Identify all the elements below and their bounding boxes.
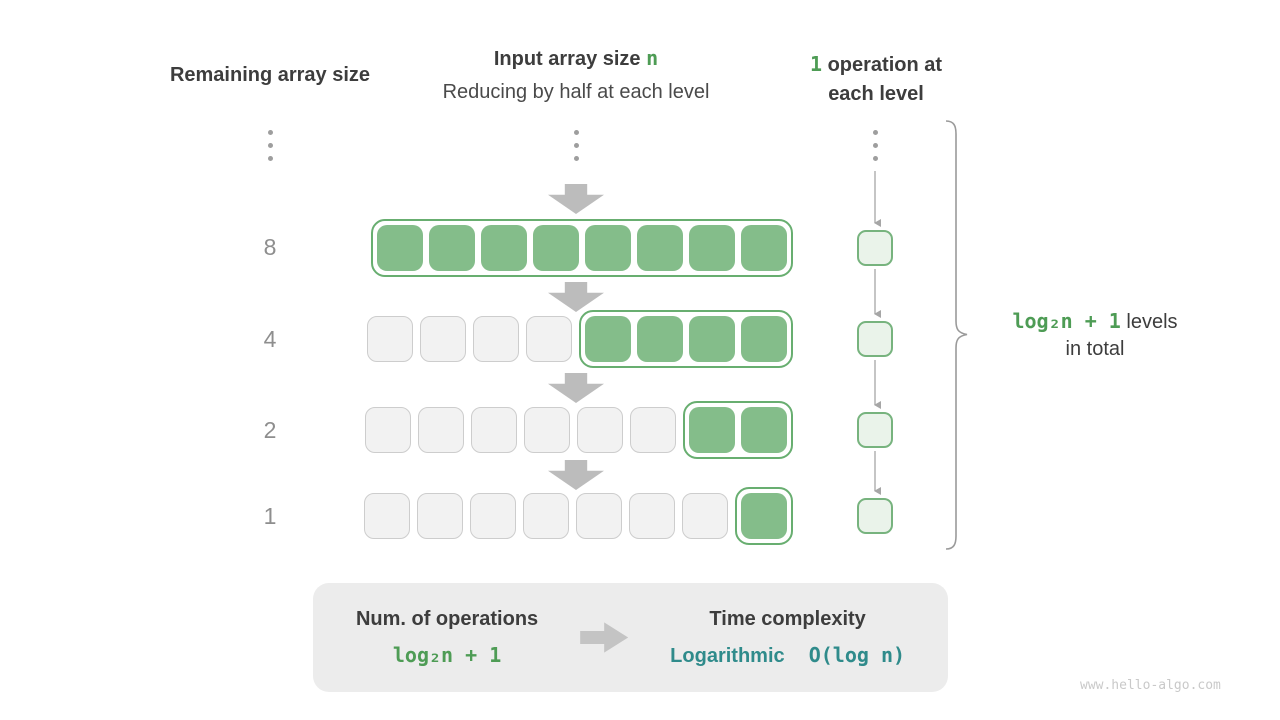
array-cell-active: [689, 225, 735, 271]
watermark: www.hello-algo.com: [1080, 678, 1221, 693]
array-cell-inactive: [471, 407, 517, 453]
right-arrow-icon: [580, 622, 629, 653]
array-cell-inactive: [523, 493, 569, 539]
array-cell-active: [689, 407, 735, 453]
array-cell-inactive: [524, 407, 570, 453]
operation-box-level1: [857, 230, 893, 266]
header-remaining-label: Remaining array size: [169, 64, 371, 86]
array-cell-inactive: [418, 407, 464, 453]
array-cell-active: [637, 225, 683, 271]
array-row-level3: [363, 401, 793, 459]
array-cell-active: [637, 316, 683, 362]
array-cell-inactive: [420, 316, 466, 362]
summary-operations-formula: log₂n + 1: [392, 643, 502, 667]
levels-annotation: log₂n + 1 levels in total: [1012, 309, 1178, 360]
dot: [872, 130, 878, 135]
array-cell-inactive: [470, 493, 516, 539]
remaining-label-level1: 8: [263, 234, 277, 260]
dot: [267, 156, 273, 161]
summary-operations: Num. of operations log₂n + 1: [356, 608, 538, 667]
array-cell-inactive: [630, 407, 676, 453]
down-arrow-icon: [548, 184, 604, 214]
operation-box-level4: [857, 498, 893, 534]
dot: [573, 143, 579, 148]
down-arrow-icon: [548, 460, 604, 490]
array-cell-active: [429, 225, 475, 271]
ellipsis-left: [267, 130, 273, 161]
dot: [573, 156, 579, 161]
array-cell-active: [741, 407, 787, 453]
op-count: 1: [809, 52, 823, 76]
complexity-bigO: O(log n): [808, 642, 906, 667]
array-cell-active: [741, 493, 787, 539]
summary-box: Num. of operations log₂n + 1 Time comple…: [313, 583, 948, 692]
array-cell-active: [377, 225, 423, 271]
array-cell-active: [741, 316, 787, 362]
operation-box-level3: [857, 412, 893, 448]
array-cell-inactive: [682, 493, 728, 539]
dot: [872, 156, 878, 161]
operation-box-level2: [857, 321, 893, 357]
array-cell-active: [585, 316, 631, 362]
array-cell-inactive: [365, 407, 411, 453]
array-cell-inactive: [629, 493, 675, 539]
down-arrow-icon: [548, 282, 604, 312]
dot: [573, 130, 579, 135]
var-n: n: [646, 46, 659, 70]
remaining-label-level4: 1: [263, 503, 277, 529]
complexity-bigO-spacer: [785, 643, 809, 667]
array-row-level1: [363, 219, 793, 277]
array-cell-inactive: [367, 316, 413, 362]
active-subarray: [683, 401, 793, 459]
header-remaining-array-size: Remaining array size: [130, 64, 410, 87]
array-row-level2: [363, 310, 793, 368]
array-cell-inactive: [526, 316, 572, 362]
operation-connector-arrows: [874, 171, 881, 495]
array-cell-active: [533, 225, 579, 271]
array-cell-inactive: [577, 407, 623, 453]
ellipsis-middle: [573, 130, 579, 161]
array-cell-inactive: [576, 493, 622, 539]
array-row-level4: [363, 487, 793, 545]
array-cell-active: [689, 316, 735, 362]
complexity-name: Logarithmic: [670, 644, 785, 667]
ellipsis-right: [872, 130, 878, 161]
array-cell-active: [481, 225, 527, 271]
array-cell-active: [585, 225, 631, 271]
dot: [267, 143, 273, 148]
brace: [945, 120, 968, 550]
array-cell-inactive: [417, 493, 463, 539]
array-cell-active: [741, 225, 787, 271]
down-arrow-icon: [548, 373, 604, 403]
header-operation-per-level: 1 operation at each level: [809, 52, 943, 105]
dot: [267, 130, 273, 135]
active-subarray: [579, 310, 793, 368]
summary-complexity: Time complexity Logarithmic O(log n): [670, 608, 905, 668]
summary-complexity-title: Time complexity: [709, 607, 866, 630]
header-input-subtitle: Reducing by half at each level: [442, 81, 710, 103]
remaining-label-level3: 2: [263, 417, 277, 443]
header-input-array: Input array size n Reducing by half at e…: [406, 46, 746, 104]
active-subarray: [735, 487, 793, 545]
levels-formula: log₂n + 1: [1012, 309, 1121, 333]
dot: [872, 143, 878, 148]
active-subarray: [371, 219, 793, 277]
array-cell-inactive: [364, 493, 410, 539]
array-cell-inactive: [473, 316, 519, 362]
remaining-label-level2: 4: [263, 326, 277, 352]
summary-operations-title: Num. of operations: [355, 608, 539, 630]
header-input-title: Input array size n: [493, 46, 659, 70]
